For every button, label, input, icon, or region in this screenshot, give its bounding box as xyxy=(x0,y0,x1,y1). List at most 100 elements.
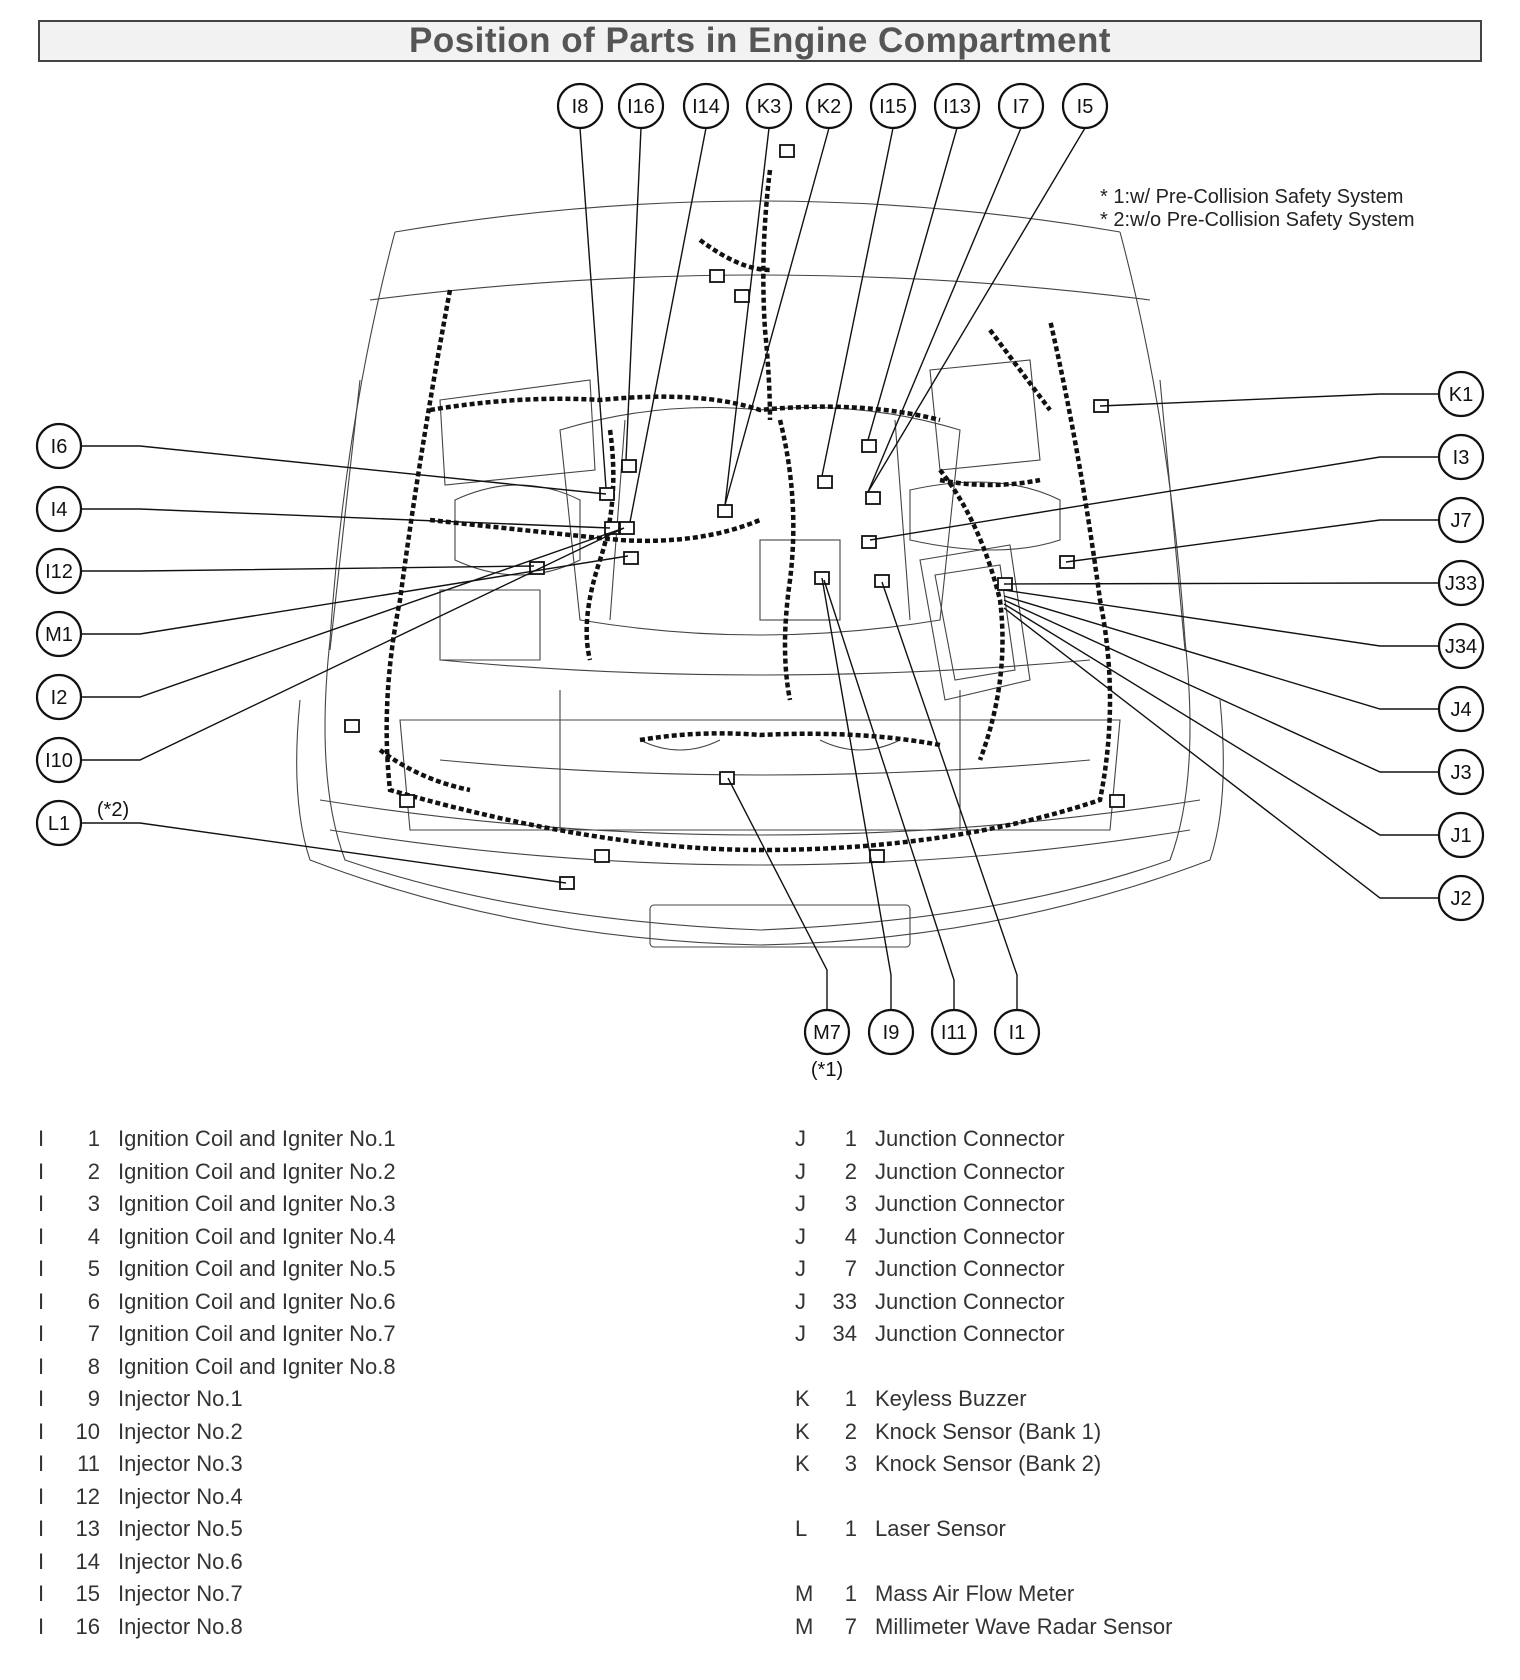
callout-k1: K1 xyxy=(1437,370,1485,418)
callouts-top: I8 I16 I14 K3 K2 I15 I13 I7 I5 xyxy=(556,82,1109,130)
svg-text:M1: M1 xyxy=(45,624,73,646)
legend-letter: I xyxy=(38,1451,45,1476)
svg-text:I11: I11 xyxy=(941,1022,967,1044)
callout-j33: J33 xyxy=(1437,559,1485,607)
legend-letter: I xyxy=(38,1386,45,1411)
car-body-outline xyxy=(296,200,1224,948)
legend-letter: J xyxy=(795,1256,806,1281)
callout-i5: I5 xyxy=(1061,82,1109,130)
svg-text:K3: K3 xyxy=(757,96,781,118)
legend-description: Injector No.5 xyxy=(118,1516,243,1541)
callout-i3: I3 xyxy=(1437,433,1485,481)
svg-text:M7: M7 xyxy=(813,1022,841,1044)
legend-letter: M xyxy=(795,1581,814,1606)
callout-i10: I10 xyxy=(35,736,83,784)
legend-number: 1 xyxy=(844,1516,857,1541)
callout-i4: I4 xyxy=(35,485,83,533)
legend-description: Mass Air Flow Meter xyxy=(875,1581,1075,1606)
legend-description: Ignition Coil and Igniter No.5 xyxy=(118,1256,396,1281)
legend-letter: J xyxy=(795,1223,806,1249)
legend-description: Ignition Coil and Igniter No.7 xyxy=(118,1321,396,1346)
legend-letter: K xyxy=(795,1418,810,1444)
svg-text:I8: I8 xyxy=(572,96,589,118)
legend-number: 2 xyxy=(844,1418,857,1444)
svg-text:I3: I3 xyxy=(1453,447,1470,469)
legend-description: Injector No.7 xyxy=(118,1581,243,1606)
legend-number: 7 xyxy=(844,1613,857,1639)
legend-number: 33 xyxy=(832,1288,857,1314)
legend-number: 7 xyxy=(87,1321,100,1346)
callout-i2: I2 xyxy=(35,673,83,721)
legend-number: 4 xyxy=(844,1223,857,1249)
callout-m7-note: (*1) xyxy=(811,1059,843,1081)
callout-i12: I12 xyxy=(35,547,83,595)
connector-markers xyxy=(344,144,1125,890)
page-title: Position of Parts in Engine Compartment xyxy=(408,21,1112,60)
legend-description: Ignition Coil and Igniter No.2 xyxy=(118,1158,396,1184)
callout-k3: K3 xyxy=(745,82,793,130)
callout-i15: I15 xyxy=(869,82,917,130)
legend-letter: I xyxy=(38,1353,45,1379)
legend-number: 34 xyxy=(832,1321,857,1346)
legend-description: Injector No.3 xyxy=(118,1451,243,1476)
svg-text:I12: I12 xyxy=(45,561,73,583)
legend-description: Junction Connector xyxy=(875,1288,1065,1314)
legend-number: 2 xyxy=(844,1158,857,1184)
legend-letter: I xyxy=(38,1126,45,1151)
callout-j2: J2 xyxy=(1437,874,1485,922)
legend-number: 16 xyxy=(75,1613,100,1639)
callout-j34: J34 xyxy=(1437,622,1485,670)
legend-letter: M xyxy=(795,1613,814,1639)
legend-row: I 14 Injector No.6 xyxy=(38,1549,396,1582)
legend-number: 1 xyxy=(844,1126,857,1151)
svg-text:J33: J33 xyxy=(1445,573,1477,595)
legend-number: 3 xyxy=(844,1451,857,1476)
wire-harness xyxy=(378,169,1113,853)
legend-letter: I xyxy=(38,1256,45,1281)
legend-description: Millimeter Wave Radar Sensor xyxy=(875,1613,1173,1639)
svg-text:J2: J2 xyxy=(1450,888,1471,910)
legend-number: 13 xyxy=(75,1516,100,1541)
callout-m1: M1 xyxy=(35,610,83,658)
title-bar: Position of Parts in Engine Compartment xyxy=(38,20,1482,62)
legend-letter: I xyxy=(38,1321,45,1346)
legend-number: 3 xyxy=(844,1191,857,1216)
callout-l1: L1 xyxy=(35,799,83,847)
legend-description: Injector No.6 xyxy=(118,1548,243,1574)
callout-i11: I11 xyxy=(930,1008,978,1056)
legend-number: 1 xyxy=(844,1581,857,1606)
callout-i9: I9 xyxy=(867,1008,915,1056)
footnote-2: * 2:w/o Pre-Collision Safety System xyxy=(1100,209,1415,231)
legend-letter: J xyxy=(795,1321,806,1346)
callouts-bottom: M7 I9 I11 I1 (*1) xyxy=(803,1008,1041,1081)
callout-i8: I8 xyxy=(556,82,604,130)
legend-number: 6 xyxy=(87,1288,100,1314)
footnote-1: * 1:w/ Pre-Collision Safety System xyxy=(1100,186,1404,208)
legend-letter: I xyxy=(38,1418,45,1444)
legend-number: 15 xyxy=(75,1581,100,1606)
svg-text:K1: K1 xyxy=(1449,384,1473,406)
legend-letter: I xyxy=(38,1288,45,1314)
callout-k2: K2 xyxy=(805,82,853,130)
callout-m7: M7 xyxy=(803,1008,851,1056)
legend-number: 14 xyxy=(75,1548,100,1574)
legend-row: M 1 Mass Air Flow Meter xyxy=(795,1581,1173,1614)
legend-letter: I xyxy=(38,1548,45,1574)
legend-description: Ignition Coil and Igniter No.3 xyxy=(118,1191,396,1216)
legend-letter: I xyxy=(38,1223,45,1249)
legend-description: Injector No.4 xyxy=(118,1483,243,1509)
legend-letter: J xyxy=(795,1126,806,1151)
svg-text:K2: K2 xyxy=(817,96,841,118)
legend-letter: J xyxy=(795,1191,806,1216)
legend-number: 9 xyxy=(87,1386,100,1411)
